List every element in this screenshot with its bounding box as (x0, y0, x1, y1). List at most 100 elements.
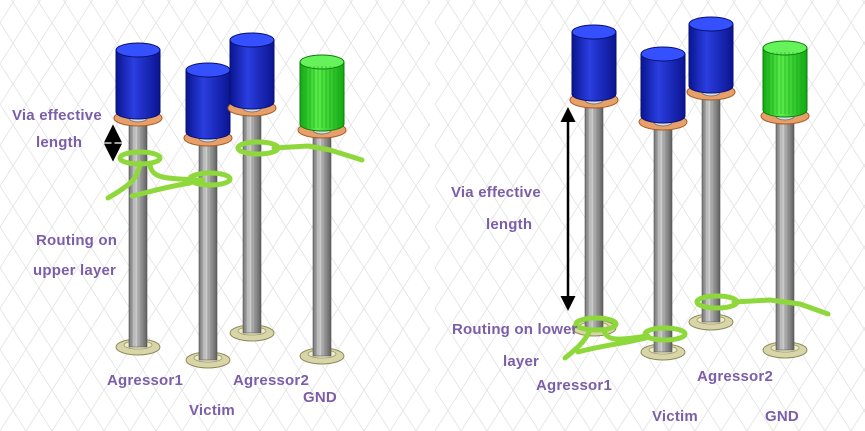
via-victim (638, 46, 688, 361)
grid-line (680, 0, 865, 291)
via-length-label-line1: Via effective (451, 184, 541, 201)
grid-line (0, 226, 131, 431)
grid-line (0, 0, 197, 310)
grid-line (0, 0, 15, 24)
via-length-label-line1: Via effective (12, 107, 102, 124)
via-agressor2 (227, 32, 277, 342)
via-gnd (297, 54, 347, 365)
grid-line (435, 266, 540, 431)
grid-line (0, 307, 79, 431)
grid-line (798, 326, 865, 431)
grid-line (167, 0, 430, 413)
via-group-left (113, 32, 347, 369)
trace-ring (642, 325, 688, 343)
grid-line (538, 0, 814, 431)
grid-line (0, 185, 157, 431)
via-length-label-line2: length (36, 134, 83, 151)
trace (105, 160, 143, 201)
via-cap-top (229, 32, 275, 48)
grid-line (772, 285, 865, 431)
grid-line (311, 244, 430, 431)
via-name-agressor1: Agressor1 (107, 372, 184, 389)
grid-line (0, 0, 171, 269)
grid-line (732, 0, 865, 209)
via-cap-top (688, 16, 734, 32)
grid-line (0, 266, 105, 431)
grid-line (435, 307, 514, 431)
grid-line (486, 0, 762, 431)
via-cap-body (115, 49, 161, 120)
grid-line (0, 0, 145, 228)
grid-line (233, 122, 430, 431)
grid-line (0, 389, 27, 431)
grid-line (435, 0, 580, 228)
via-name-victim: Victim (189, 402, 235, 419)
routing-label-line2: upper layer (33, 262, 117, 279)
grid-line (435, 226, 566, 431)
grid-line (0, 0, 223, 351)
grid-line (0, 0, 97, 431)
grid-line (0, 103, 209, 431)
grid-line (810, 0, 865, 87)
grid-line (435, 348, 488, 431)
grid-line (694, 163, 865, 431)
grid-line (141, 0, 417, 431)
grid-line (435, 144, 618, 431)
trace (327, 147, 365, 163)
trace (129, 180, 193, 199)
grid-line (297, 0, 430, 209)
grid-line (349, 0, 430, 128)
grid-line (435, 0, 476, 65)
trace (271, 143, 333, 153)
grid-line (832, 0, 865, 431)
grid-line (0, 0, 67, 106)
grid-line (435, 0, 502, 106)
grid-line (435, 0, 684, 391)
via-cap-top (640, 46, 686, 62)
grid-line (0, 0, 119, 187)
via-name-agressor2: Agressor2 (233, 372, 310, 389)
grid-line (784, 0, 865, 128)
grid-line (498, 0, 774, 431)
grid-line (0, 0, 41, 65)
via-name-gnd: GND (303, 389, 337, 406)
grid-line (602, 0, 865, 413)
grid-line (181, 40, 430, 431)
via-cap-body (688, 23, 734, 94)
via-cap-body (185, 69, 231, 140)
grid-line (435, 0, 528, 147)
via-agressor1 (113, 42, 163, 356)
grid-line (0, 0, 249, 391)
grid-line (25, 0, 301, 431)
grid-line (668, 122, 865, 431)
grid-line (435, 0, 658, 351)
via-name-agressor1: Agressor1 (536, 377, 613, 394)
grid-line (628, 0, 865, 373)
via-name-agressor2: Agressor2 (697, 368, 774, 385)
grid-line (435, 62, 670, 431)
grid-line (401, 0, 430, 46)
trace-ring (573, 315, 619, 333)
grid-line (0, 348, 53, 431)
via-name-victim: Victim (652, 408, 698, 425)
routing-label-line1: Routing on lower (452, 321, 578, 338)
grid-line (0, 62, 235, 431)
via-cap-body (640, 53, 686, 124)
trace-ring (187, 170, 233, 188)
routing-label-line1: Routing on (36, 232, 118, 249)
grid-line (0, 0, 93, 147)
grid-line (862, 0, 865, 5)
via-cap-top (571, 24, 617, 40)
via-cap-body (229, 39, 275, 110)
trace (797, 301, 831, 317)
grid-line (0, 0, 19, 431)
grid-line (758, 0, 865, 168)
grid-line (435, 103, 644, 431)
trace (575, 335, 649, 355)
routing-traces-lower (562, 293, 831, 361)
via-length-label-line2: length (486, 216, 533, 233)
trace (731, 297, 803, 307)
via-cap-body (571, 31, 617, 102)
via-cap-top (115, 42, 161, 58)
